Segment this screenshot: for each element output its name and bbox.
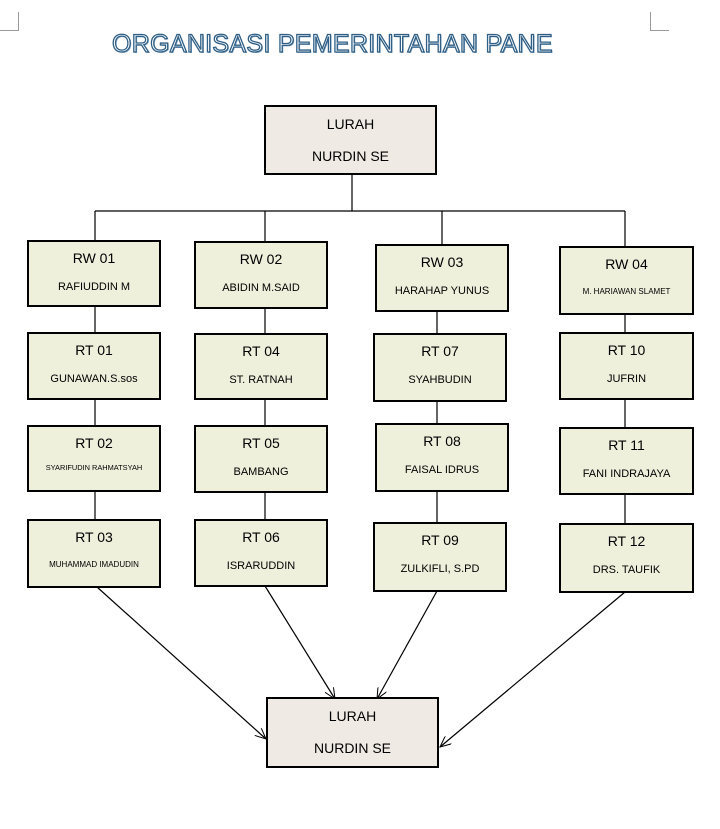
rw-04-box: RW 04 M. HARIAWAN SLAMET bbox=[559, 246, 694, 315]
rt-04-role: RT 04 bbox=[242, 343, 280, 359]
page-corner-mark-right bbox=[650, 12, 669, 31]
rt-10-box: RT 10 JUFRIN bbox=[559, 332, 694, 400]
lurah-box-top: LURAH NURDIN SE bbox=[264, 105, 437, 175]
rw-02-box: RW 02 ABIDIN M.SAID bbox=[194, 241, 328, 309]
arrow-rt06-to-lurah bbox=[264, 585, 335, 699]
rt-09-name: ZULKIFLI, S.PD bbox=[400, 563, 480, 575]
rt-06-box: RT 06 ISRARUDDIN bbox=[194, 519, 328, 587]
rt-12-role: RT 12 bbox=[607, 533, 646, 549]
rw-03-role: RW 03 bbox=[420, 254, 464, 270]
lurah-bottom-name: NURDIN SE bbox=[313, 740, 391, 756]
rt-02-role: RT 02 bbox=[75, 435, 113, 451]
rt-06-name: ISRARUDDIN bbox=[226, 560, 296, 572]
arrow-rt09-to-lurah bbox=[377, 590, 438, 699]
rt-07-box: RT 07 SYAHBUDIN bbox=[373, 333, 507, 402]
rt-11-box: RT 11 FANI INDRAJAYA bbox=[559, 427, 694, 495]
rt-12-box: RT 12 DRS. TAUFIK bbox=[559, 523, 694, 593]
rt-04-box: RT 04 ST. RATNAH bbox=[194, 333, 328, 400]
rt-01-role: RT 01 bbox=[75, 342, 113, 358]
rw-02-role: RW 02 bbox=[239, 251, 283, 267]
lurah-box-bottom: LURAH NURDIN SE bbox=[266, 697, 439, 768]
lurah-bottom-role: LURAH bbox=[328, 708, 377, 724]
rt-07-name: SYAHBUDIN bbox=[408, 374, 472, 386]
rt-07-role: RT 07 bbox=[421, 343, 459, 359]
rt-10-role: RT 10 bbox=[607, 342, 646, 358]
chart-title: ORGANISASI PEMERINTAHAN PANE bbox=[111, 29, 553, 58]
rt-05-name: BAMBANG bbox=[233, 466, 289, 478]
rt-02-name: SYARIFUDIN RAHMATSYAH bbox=[45, 463, 143, 472]
rt-04-name: ST. RATNAH bbox=[229, 374, 293, 386]
rw-01-box: RW 01 RAFIUDDIN M bbox=[27, 240, 161, 307]
rw-04-role: RW 04 bbox=[605, 256, 648, 272]
rt-03-role: RT 03 bbox=[75, 529, 113, 545]
rw-03-box: RW 03 HARAHAP YUNUS bbox=[375, 244, 509, 312]
rt-03-box: RT 03 MUHAMMAD IMADUDIN bbox=[27, 519, 161, 588]
rt-02-box: RT 02 SYARIFUDIN RAHMATSYAH bbox=[27, 425, 161, 492]
rt-10-name: JUFRIN bbox=[606, 373, 647, 385]
rw-01-name: RAFIUDDIN M bbox=[57, 281, 131, 293]
rt-05-box: RT 05 BAMBANG bbox=[194, 425, 328, 493]
arrow-rt03-to-lurah bbox=[96, 586, 266, 739]
rt-09-box: RT 09 ZULKIFLI, S.PD bbox=[373, 522, 507, 592]
rt-08-role: RT 08 bbox=[423, 433, 461, 449]
rt-05-role: RT 05 bbox=[242, 435, 280, 451]
arrow-rt12-to-lurah bbox=[440, 591, 626, 747]
rt-08-box: RT 08 FAISAL IDRUS bbox=[375, 423, 509, 492]
rw-04-name: M. HARIAWAN SLAMET bbox=[582, 287, 671, 296]
rt-03-name: MUHAMMAD IMADUDIN bbox=[49, 560, 139, 569]
rt-01-name: GUNAWAN.S.sos bbox=[50, 373, 138, 385]
rt-11-name: FANI INDRAJAYA bbox=[582, 468, 671, 480]
rt-11-role: RT 11 bbox=[608, 437, 645, 453]
page-corner-mark-left bbox=[0, 12, 19, 31]
rw-03-name: HARAHAP YUNUS bbox=[394, 285, 490, 297]
rt-06-role: RT 06 bbox=[242, 529, 280, 545]
rt-12-name: DRS. TAUFIK bbox=[592, 564, 661, 576]
rw-02-name: ABIDIN M.SAID bbox=[222, 282, 300, 294]
rt-09-role: RT 09 bbox=[421, 532, 459, 548]
rt-01-box: RT 01 GUNAWAN.S.sos bbox=[27, 332, 161, 400]
lurah-name: NURDIN SE bbox=[311, 148, 389, 164]
rw-01-role: RW 01 bbox=[72, 250, 116, 266]
lurah-role: LURAH bbox=[326, 116, 375, 132]
rt-08-name: FAISAL IDRUS bbox=[404, 464, 480, 476]
